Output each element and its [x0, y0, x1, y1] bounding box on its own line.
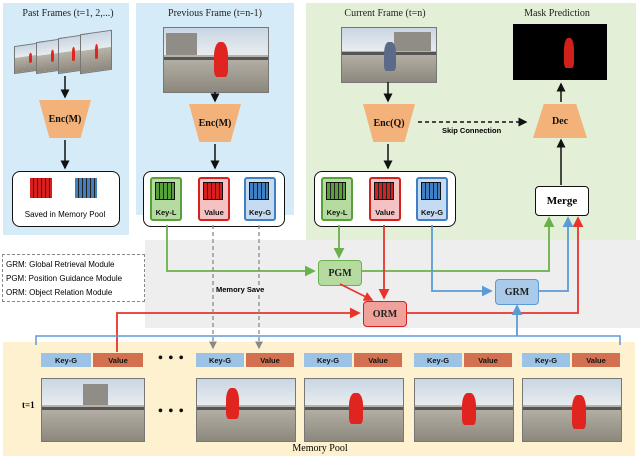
- merge-label: Merge: [546, 195, 578, 207]
- dots-top: • • •: [158, 351, 185, 366]
- saved-key-grid: [75, 178, 97, 198]
- dec-label: Dec: [551, 115, 569, 127]
- green-prev-keyl-to-pgm: [166, 225, 316, 277]
- cur-value-label: Value: [375, 208, 395, 217]
- memory-image-1: [41, 378, 145, 442]
- past-frames-title: Past Frames (t=1, 2,...): [22, 8, 114, 19]
- red-memory-value-to-orm: [116, 307, 361, 352]
- previous-frame-title: Previous Frame (t=n-1): [168, 8, 262, 19]
- saved-value-grid: [30, 178, 52, 198]
- legend-pgm: PGM: Position Guidance Module: [6, 274, 123, 283]
- memory-image-4: [414, 378, 514, 442]
- blue-grm-to-merge: [538, 216, 574, 292]
- prev-key-g-label: Key-G: [248, 208, 272, 217]
- mem-tag-value-1: Value: [93, 353, 143, 367]
- memory-image-3: [304, 378, 404, 442]
- mask-figure: [564, 38, 574, 68]
- enc-m-middle: Enc(M): [189, 104, 241, 142]
- prev-key-l-label: Key-L: [155, 208, 177, 217]
- mem-tag-value-2: Value: [246, 353, 294, 367]
- memory-image-2: [196, 378, 296, 442]
- legend-grm: GRM: Global Retrieval Module: [6, 260, 115, 269]
- pgm-label: PGM: [328, 267, 352, 279]
- red-orm-to-merge: [406, 216, 584, 314]
- dots-bottom: • • •: [158, 404, 185, 419]
- mem-tag-key-g-3: Key-G: [304, 353, 352, 367]
- enc-m-left-label: Enc(M): [48, 113, 82, 125]
- enc-q-label: Enc(Q): [373, 117, 405, 129]
- merge-box: Merge: [535, 186, 589, 216]
- orm-label: ORM: [372, 308, 398, 320]
- cur-key-l-card: Key-L: [321, 177, 353, 221]
- saved-label: Saved in Memory Pool: [24, 210, 106, 219]
- cur-key-g-card: Key-G: [416, 177, 448, 221]
- green-pgm-to-merge: [361, 216, 555, 272]
- mask-prediction-image: [513, 24, 607, 80]
- mem-tag-key-g-2: Key-G: [196, 353, 244, 367]
- memory-pool-label: Memory Pool: [292, 443, 348, 454]
- current-frame-image: [341, 27, 437, 83]
- skip-connection-label: Skip Connection: [442, 126, 502, 135]
- mem-tag-value-4: Value: [464, 353, 512, 367]
- current-frame-title: Current Frame (t=n): [344, 8, 426, 19]
- blue-cur-keyg-to-grm: [431, 225, 493, 297]
- prev-key-g-card: Key-G: [244, 177, 276, 221]
- enc-m-middle-label: Enc(M): [198, 117, 232, 129]
- cur-key-l-label: Key-L: [326, 208, 348, 217]
- mem-tag-value-3: Value: [354, 353, 402, 367]
- legend-orm: ORM: Object Relation Module: [6, 288, 113, 297]
- pgm-box: PGM: [318, 260, 362, 286]
- memory-save-label: Memory Save: [216, 285, 265, 294]
- cur-value-card: Value: [369, 177, 401, 221]
- cur-key-g-label: Key-G: [420, 208, 444, 217]
- memory-pool-bracket: [35, 335, 621, 345]
- legend-box: GRM: Global Retrieval Module PGM: Positi…: [2, 254, 145, 302]
- memory-image-5: [522, 378, 622, 442]
- prev-value-label: Value: [204, 208, 224, 217]
- previous-frame-image: [163, 27, 269, 93]
- orm-box: ORM: [363, 301, 407, 327]
- mem-tag-key-g-4: Key-G: [414, 353, 462, 367]
- mem-tag-key-g-5: Key-G: [522, 353, 570, 367]
- grm-label: GRM: [504, 286, 530, 298]
- mask-prediction-title: Mask Prediction: [524, 8, 590, 19]
- mem-tag-value-5: Value: [572, 353, 620, 367]
- prev-key-l-card: Key-L: [150, 177, 182, 221]
- t1-label: t=1: [22, 400, 35, 410]
- prev-value-card: Value: [198, 177, 230, 221]
- red-pgm-to-orm: [339, 283, 374, 301]
- mem-tag-key-g-1: Key-G: [41, 353, 91, 367]
